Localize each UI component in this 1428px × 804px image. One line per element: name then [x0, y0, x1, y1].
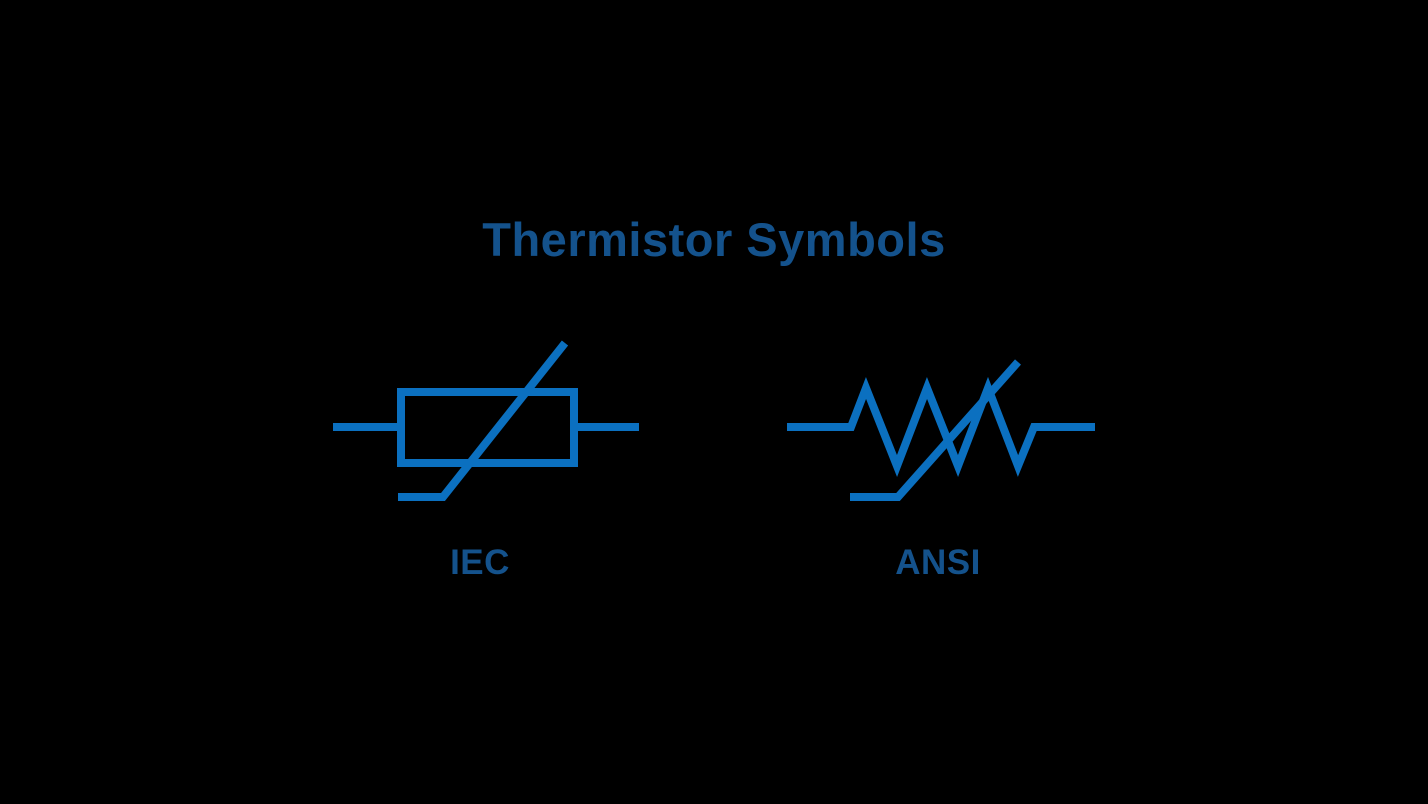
- iec-strike-line: [398, 340, 569, 501]
- iec-thermistor-symbol-icon: [333, 340, 639, 501]
- page-title: Thermistor Symbols: [482, 213, 946, 266]
- ansi-thermistor-symbol-icon: [787, 359, 1095, 501]
- iec-body-rect: [397, 388, 578, 467]
- ansi-strike-line: [850, 359, 1021, 501]
- iec-label: IEC: [450, 543, 510, 582]
- ansi-label: ANSI: [895, 543, 981, 582]
- ansi-zigzag: [787, 376, 1095, 477]
